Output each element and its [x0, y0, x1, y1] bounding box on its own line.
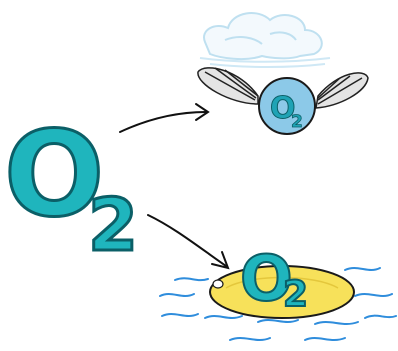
flying-subscript-2: 2: [291, 112, 303, 132]
arrow-icon: [120, 104, 208, 132]
flying-o2-bubble: O 2: [198, 68, 368, 134]
arrow-icon: [148, 215, 228, 268]
cloud-icon: [200, 13, 330, 67]
floating-o2-formula: O 2: [240, 242, 308, 315]
main-subscript-2: 2: [88, 183, 138, 267]
main-o2-formula: O 2: [4, 105, 138, 267]
floating-subscript-2: 2: [283, 274, 308, 315]
